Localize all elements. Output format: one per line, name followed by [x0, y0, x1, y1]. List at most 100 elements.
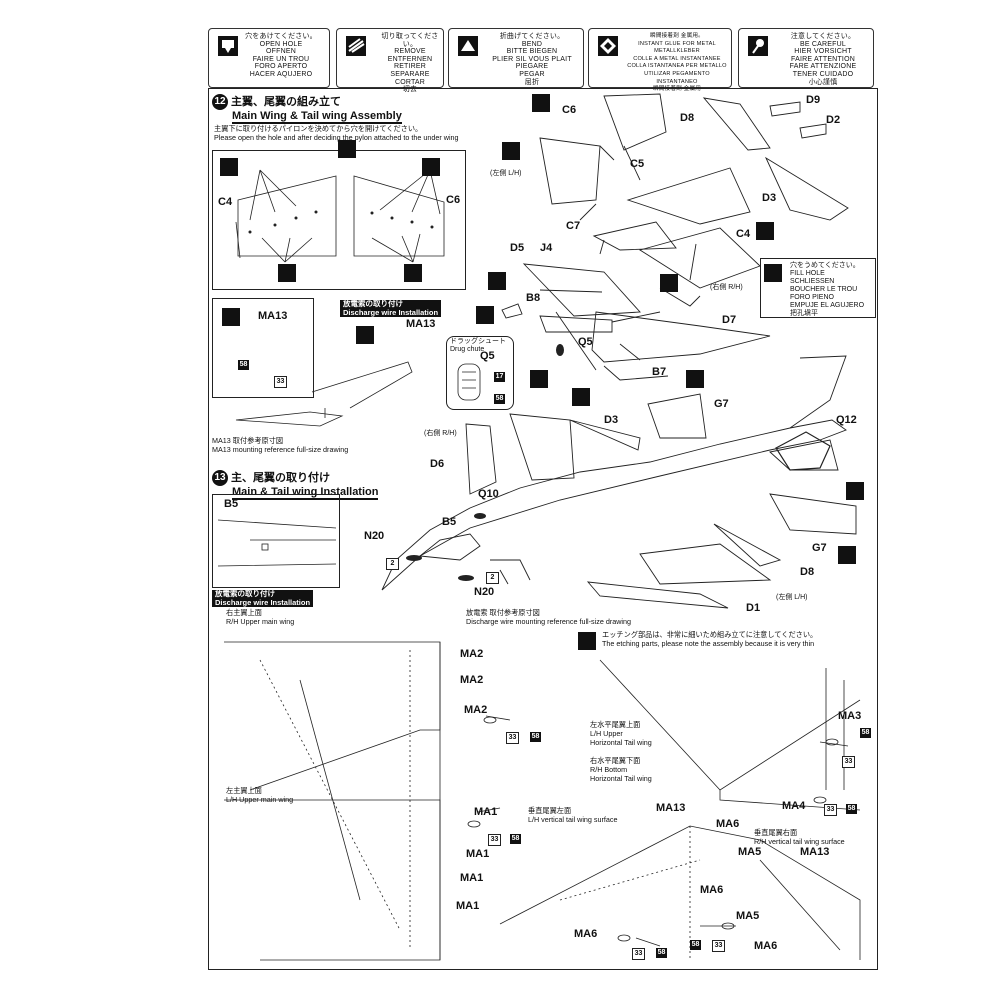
metal-glue-icon: [598, 36, 618, 56]
legend-line: CORTAR: [394, 78, 426, 86]
side-right-label-13: (右側 R/H): [424, 430, 457, 437]
part-d2: D2: [826, 114, 841, 126]
drag-chute-en: Drug chute: [450, 346, 485, 353]
part-g7-13: G7: [714, 398, 729, 410]
part-58-tag: 58: [510, 834, 521, 844]
part-d3: D3: [762, 192, 777, 204]
ma13-label-2: MA13: [406, 318, 436, 330]
lh-tail-label: 左水平尾翼上面 L/H Upper Horizontal Tail wing: [590, 720, 652, 747]
part-58-tag: 58: [846, 804, 857, 814]
fill-hole-line: BOUCHER LE TROU: [790, 286, 858, 293]
label-ma4: MA4: [782, 800, 806, 812]
step13-title-jp: 主、尾翼の取り付け: [231, 471, 330, 484]
discharge-reference: 放電索 取付参考原寸図 Discharge wire mounting refe…: [466, 608, 631, 626]
drill-hole-icon: [220, 158, 238, 176]
part-q5: Q5: [578, 336, 593, 348]
fill-hole-line: FILL HOLE: [790, 270, 825, 277]
part-d6: D6: [430, 458, 445, 470]
legend-line: SEPARARE: [390, 70, 430, 78]
fill-hole-line: FORO PIENO: [790, 294, 834, 301]
legend-remove: 切り取ってください。 REMOVE ENTFERNEN RETIRER SEPA…: [336, 28, 444, 93]
step12-title-jp: 主翼、尾翼の組み立て: [231, 95, 341, 108]
label-ma6-a: MA6: [716, 818, 740, 830]
part-58-tag: 58: [494, 394, 505, 404]
part-d8: D8: [680, 112, 695, 124]
inset-label-c6: C6: [446, 194, 461, 206]
legend-line: PEGAR: [519, 70, 545, 78]
drill-hole-icon: [530, 370, 548, 388]
lh-upper-wing-label: 左主翼上面 L/H Upper main wing: [226, 786, 293, 804]
legend-line: COLLA ISTANTANEA PER METALLO: [627, 63, 727, 70]
legend-line: 折曲げてください。: [499, 33, 565, 40]
label-ma6-b: MA6: [700, 884, 724, 896]
legend-line: INSTANT GLUE FOR METAL: [638, 40, 716, 47]
fill-hole-line: SCHLIESSEN: [790, 278, 835, 285]
etching-en: The etching parts, please note the assem…: [602, 639, 815, 648]
label-ma1-2: MA1: [466, 848, 490, 860]
legend-line: OPEN HOLE: [259, 40, 303, 48]
rh-tail-en-2: Horizontal Tail wing: [590, 774, 652, 783]
part-d7: D7: [722, 314, 737, 326]
step12-note: 主翼下に取り付けるパイロンを決めてから穴を開けてください。 Please ope…: [214, 124, 484, 142]
cut-icon: [756, 222, 774, 240]
legend-line: 切去: [402, 86, 418, 94]
part-58-tag: 58: [656, 948, 667, 958]
lh-upper-en: L/H Upper main wing: [226, 795, 294, 804]
legend-caution: 注意してください。 BE CAREFUL HIER VORSICHT FAIRE…: [738, 28, 874, 88]
cut-icon: [838, 546, 856, 564]
bend-icon: [222, 308, 240, 326]
part-33-tag: 33: [274, 376, 287, 388]
rh-tail-label: 右水平尾翼下面 R/H Bottom Horizontal Tail wing: [590, 756, 652, 783]
metal-glue-icon: [356, 326, 374, 344]
legend-line: UTILIZAR PEGAMENTO INSTANTANEO: [644, 70, 710, 85]
part-33-tag: 33: [488, 834, 501, 846]
inset-label-c4: C4: [218, 196, 233, 208]
legend-line: 切り取ってください。: [381, 33, 439, 48]
lh-tail-en-2: Horizontal Tail wing: [590, 738, 652, 747]
part-q10: Q10: [478, 488, 499, 500]
ma13-reference: MA13 取付参考原寸図 MA13 mounting reference ful…: [212, 436, 348, 454]
part-58-tag: 58: [690, 940, 701, 950]
cut-icon: [846, 482, 864, 500]
rh-tail-en-1: R/H Bottom: [590, 765, 628, 774]
part-b8: B8: [526, 292, 541, 304]
part-d1: D1: [746, 602, 761, 614]
part-q5-chute: Q5: [480, 350, 495, 362]
rh-upper-wing-label: 右主翼上面 R/H Upper main wing: [226, 608, 294, 626]
legend-line: 穴をあけてください。: [245, 33, 317, 40]
drill-hole-icon: [278, 264, 296, 282]
part-33-tag: 33: [506, 732, 519, 744]
part-n20-upper: N20: [364, 530, 385, 542]
legend-line: BE CAREFUL: [800, 40, 846, 48]
legend-line: 瞬間接着劑 金屬用: [652, 86, 702, 93]
rh-tail-jp: 右水平尾翼下面: [590, 756, 641, 765]
legend-glue: 瞬間接着剤 金属用。 INSTANT GLUE FOR METAL METALL…: [588, 28, 732, 92]
discharge-header-en: Discharge wire Installation: [343, 307, 439, 317]
lh-tail-jp: 左水平尾翼上面: [590, 720, 641, 729]
part-17-tag: 17: [494, 372, 505, 382]
etching-note: エッチング部品は、非常に細いため組み立てに注意してください。 The etchi…: [602, 630, 832, 648]
legend-line: RETIRER: [393, 63, 427, 71]
part-58-tag: 58: [238, 360, 249, 370]
part-2-tag: 2: [486, 572, 499, 584]
b5-inset-label: B5: [224, 498, 239, 510]
legend-line: ENTFERNEN: [387, 55, 433, 63]
cut-icon: [346, 36, 366, 56]
ma13-label: MA13: [258, 310, 288, 322]
label-ma2-1: MA2: [460, 648, 484, 660]
label-ma5-a: MA5: [738, 846, 762, 858]
part-33-tag: 33: [632, 948, 645, 960]
part-d5: D5: [510, 242, 525, 254]
part-c5: C5: [630, 158, 645, 170]
fill-hole-line: 穴をうめてください。: [790, 262, 860, 269]
cut-icon: [532, 94, 550, 112]
cut-icon: [686, 370, 704, 388]
step12-note-en: Please open the hole and after deciding …: [214, 133, 459, 142]
legend-line: 小心謹慎: [808, 78, 838, 86]
legend-line: FARE ATTENZIONE: [789, 63, 857, 71]
drill-hole-icon: [502, 142, 520, 160]
label-ma2-2: MA2: [460, 674, 484, 686]
label-ma1-4: MA1: [456, 900, 480, 912]
ma13-ref-jp: MA13 取付参考原寸図: [212, 436, 284, 445]
